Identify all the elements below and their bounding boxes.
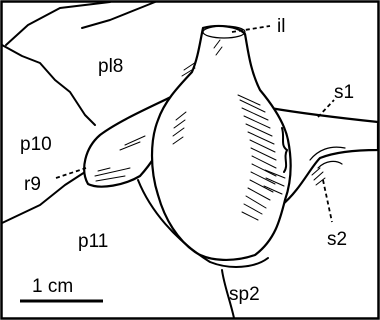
scale-bar: 1 cm [20,276,103,301]
label-s2: s2 [327,229,347,250]
label-pl8: pl8 [98,56,123,77]
label-sp2: sp2 [229,284,260,305]
label-p10: p10 [20,134,52,155]
label-il: il [277,16,285,37]
ilium-bone [152,26,291,260]
label-s1: s1 [334,82,354,103]
label-p11: p11 [78,231,108,252]
scale-bar-label: 1 cm [32,276,73,297]
label-r9: r9 [24,174,41,195]
